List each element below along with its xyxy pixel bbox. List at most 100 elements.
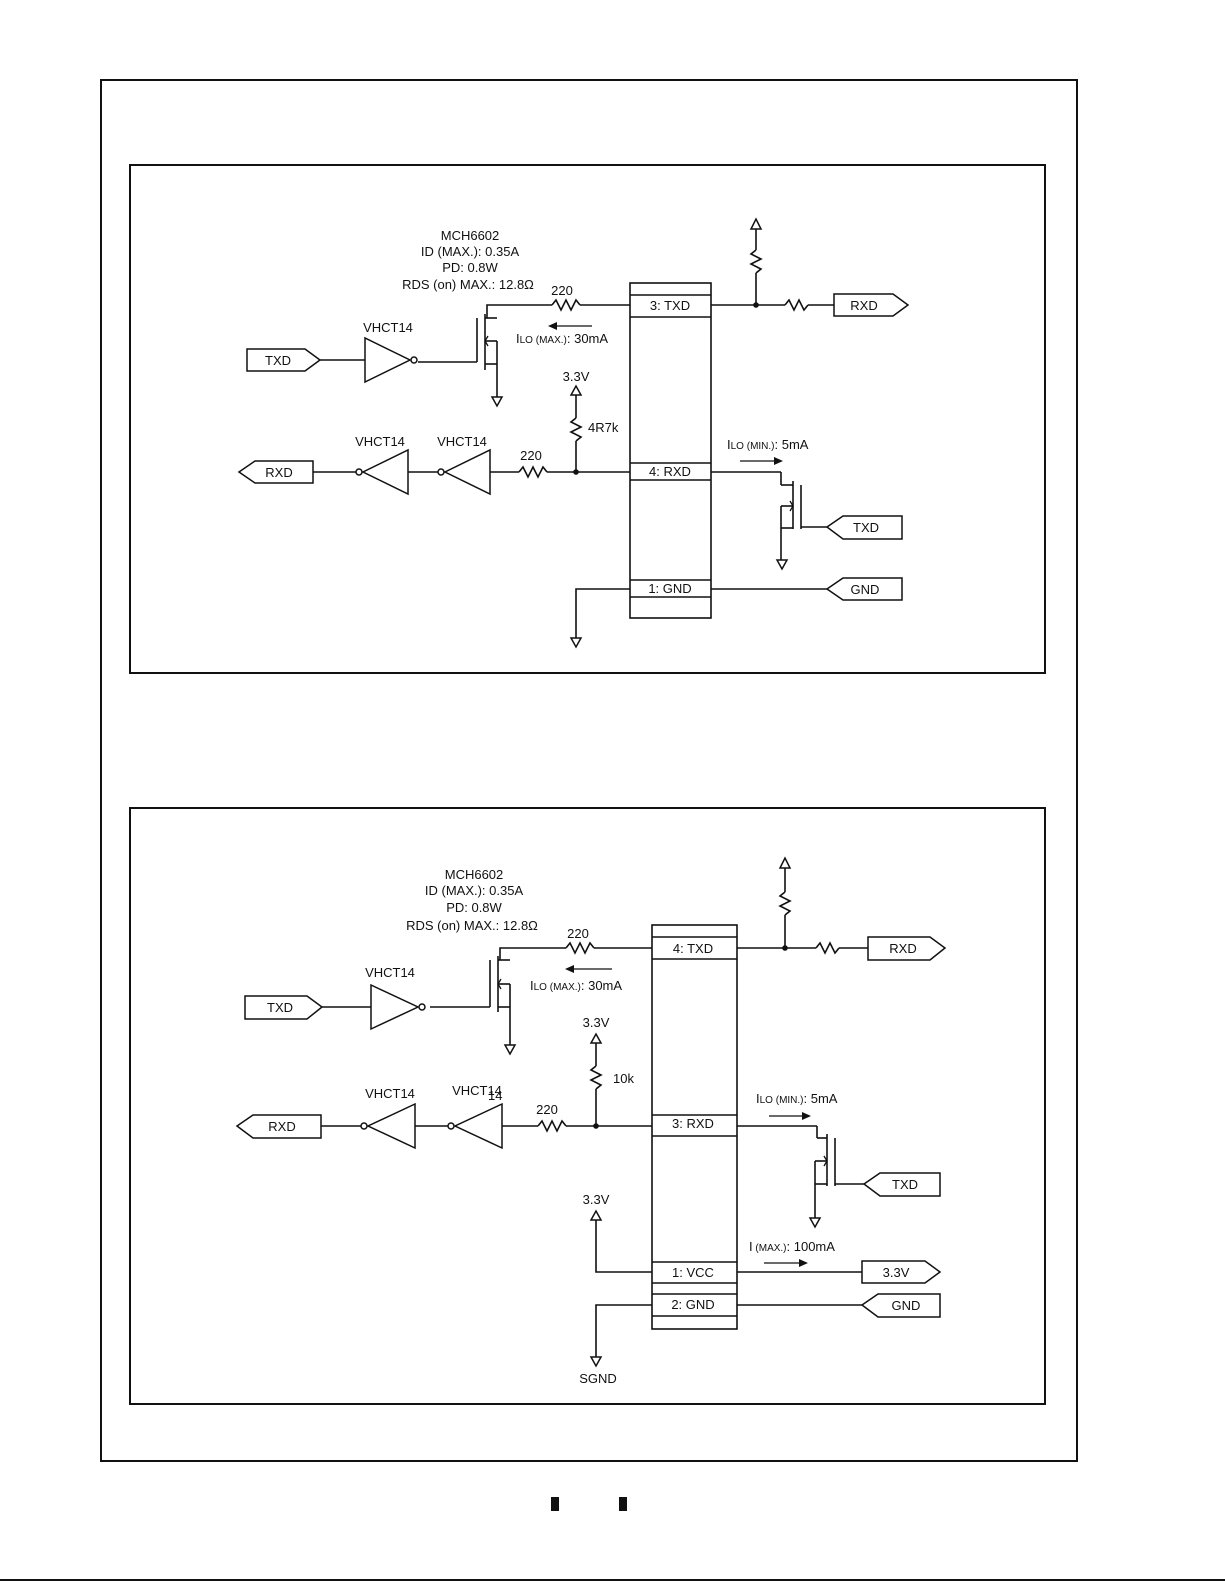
- d2-port-right-txd: [862, 1172, 941, 1197]
- d2-supply-icon: [589, 1032, 603, 1044]
- d2-rxd-supply-icon: [778, 856, 792, 869]
- d2-spec-line-3: PD: 0.8W: [446, 900, 502, 915]
- d2-pin-txd: 4: TXD: [673, 941, 713, 956]
- d1-mosfet-rx-ground-icon: [775, 559, 789, 571]
- d2-sgnd-icon: [589, 1356, 603, 1368]
- d2-port-left-rxd-label: RXD: [268, 1119, 295, 1134]
- d1-ilo-max: ILO (MAX.): 30mA: [516, 331, 608, 346]
- d2-mosfet-tx-ground-icon: [503, 1044, 517, 1056]
- d2-port-left-txd: [244, 995, 324, 1020]
- d2-spec-line-1: MCH6602: [445, 867, 504, 882]
- d1-port-left-rxd-label: RXD: [265, 465, 292, 480]
- d1-rxd-supply-icon: [749, 217, 763, 230]
- footer-mark-left: [551, 1497, 559, 1511]
- d2-port-right-gnd: [860, 1293, 941, 1318]
- d2-resistor-220-tx: [565, 941, 595, 955]
- d2-inverter-rx1-icon: [366, 1102, 416, 1150]
- d2-gate-rx1-label: VHCT14: [365, 1086, 415, 1101]
- outer-frame: [100, 79, 1078, 1462]
- d2-port-right-rxd-label: RXD: [889, 941, 916, 956]
- d1-resistor-rxd-series: [784, 298, 809, 312]
- d1-inverter-rx2-icon: [443, 448, 491, 496]
- footer-mark-right: [619, 1497, 627, 1511]
- d1-inverter-tx-icon: [364, 336, 412, 384]
- d2-port-left-txd-label: TXD: [267, 1000, 293, 1015]
- d1-r-tx-label: 220: [551, 283, 573, 298]
- d2-port-right-rxd: [867, 936, 947, 961]
- d2-mosfet-rx-icon: [814, 1126, 864, 1218]
- diagram-2-circuit: MCH6602 ID (MAX.): 0.35A PD: 0.8W RDS (o…: [129, 807, 1046, 1405]
- d2-resistor-10k: [589, 1065, 603, 1090]
- d2-spec-line-2: ID (MAX.): 0.35A: [425, 883, 524, 898]
- d1-resistor-rxd-pullup: [749, 249, 763, 274]
- d2-resistor-220-rx: [537, 1119, 567, 1133]
- d2-port-right-vcc-label: 3.3V: [883, 1265, 910, 1280]
- d2-imax: I (MAX.): 100mA: [749, 1239, 835, 1254]
- d1-resistor-4r7k: [569, 417, 583, 442]
- d2-pin-rxd: 3: RXD: [672, 1116, 714, 1131]
- d2-port-left-rxd: [235, 1114, 322, 1139]
- d2-mosfet-tx-icon: [489, 956, 511, 1045]
- d1-gate-rx2-label: VHCT14: [437, 434, 487, 449]
- d2-pin-vcc: 1: VCC: [672, 1265, 714, 1280]
- d1-r-rx-label: 220: [520, 448, 542, 463]
- d2-r-tx-label: 220: [567, 926, 589, 941]
- d2-resistor-rxd-pullup: [778, 891, 792, 916]
- d2-vcc-supply-icon: [589, 1209, 603, 1221]
- d2-r-pullup-label: 10k: [613, 1071, 634, 1086]
- d2-resistor-rxd-series: [815, 941, 840, 955]
- d1-connector-body: [629, 282, 712, 619]
- d2-mosfet-rx-ground-icon: [808, 1217, 822, 1229]
- d2-port-right-gnd-label: GND: [892, 1298, 921, 1313]
- d2-ilo-min: ILO (MIN.): 5mA: [756, 1091, 838, 1106]
- d1-gate-tx-label: VHCT14: [363, 320, 413, 335]
- d1-ilo-min: ILO (MIN.): 5mA: [727, 437, 809, 452]
- d1-pin-gnd: 1: GND: [648, 581, 691, 596]
- d1-supply-icon: [569, 384, 583, 396]
- d1-gate-rx1-label: VHCT14: [355, 434, 405, 449]
- d2-pin-gnd: 2: GND: [671, 1297, 714, 1312]
- d1-port-left-txd: [246, 348, 322, 372]
- d1-pin-txd: 3: TXD: [650, 298, 690, 313]
- d2-gate-rx2-overlap: 14: [488, 1088, 502, 1103]
- d1-resistor-220-tx: [551, 298, 581, 312]
- d1-mosfet-tx-icon: [476, 314, 498, 397]
- diagram-1-frame: [129, 164, 1046, 674]
- d1-port-right-rxd-label: RXD: [850, 298, 877, 313]
- d1-inverter-rx1-icon: [361, 448, 409, 496]
- d2-sgnd-label: SGND: [579, 1371, 617, 1386]
- d1-mosfet-rx-icon: [780, 472, 827, 560]
- d1-resistor-220-rx: [518, 465, 548, 479]
- d1-spec-line-4: RDS (on) MAX.: 12.8Ω: [402, 277, 534, 292]
- d2-ilo-max: ILO (MAX.): 30mA: [530, 978, 622, 993]
- d2-port-right-vcc: [861, 1260, 942, 1284]
- d1-r-pullup-label: 4R7k: [588, 420, 619, 435]
- d1-port-right-txd: [825, 515, 903, 540]
- d1-spec-line-1: MCH6602: [441, 228, 500, 243]
- d1-port-right-gnd: [825, 577, 903, 601]
- d2-inverter-tx-icon: [370, 983, 420, 1031]
- diagram-1-circuit: MCH6602 ID (MAX.): 0.35A PD: 0.8W RDS (o…: [129, 164, 1046, 674]
- d1-port-left-rxd: [237, 460, 314, 484]
- d1-spec-line-2: ID (MAX.): 0.35A: [421, 244, 520, 259]
- d2-gate-rx2-label: VHCT14: [452, 1083, 502, 1098]
- d1-supply-label: 3.3V: [563, 369, 590, 384]
- d1-port-right-txd-label: TXD: [853, 520, 879, 535]
- d1-mosfet-tx-ground-icon: [490, 396, 504, 408]
- d1-port-left-txd-label: TXD: [265, 353, 291, 368]
- d1-pin-rxd: 4: RXD: [649, 464, 691, 479]
- diagram-2-frame: [129, 807, 1046, 1405]
- d2-connector-body: [651, 924, 738, 1330]
- d2-vcc-supply-label: 3.3V: [583, 1192, 610, 1207]
- d2-supply-label: 3.3V: [583, 1015, 610, 1030]
- d1-ground-icon: [569, 637, 583, 649]
- d2-inverter-rx2-icon: [453, 1102, 503, 1150]
- d1-port-right-rxd: [833, 293, 910, 317]
- d2-r-rx-label: 220: [536, 1102, 558, 1117]
- d2-spec-line-4: RDS (on) MAX.: 12.8Ω: [406, 918, 538, 933]
- d2-gate-tx-label: VHCT14: [365, 965, 415, 980]
- d2-port-right-txd-label: TXD: [892, 1177, 918, 1192]
- d1-spec-line-3: PD: 0.8W: [442, 260, 498, 275]
- d1-port-right-gnd-label: GND: [851, 582, 880, 597]
